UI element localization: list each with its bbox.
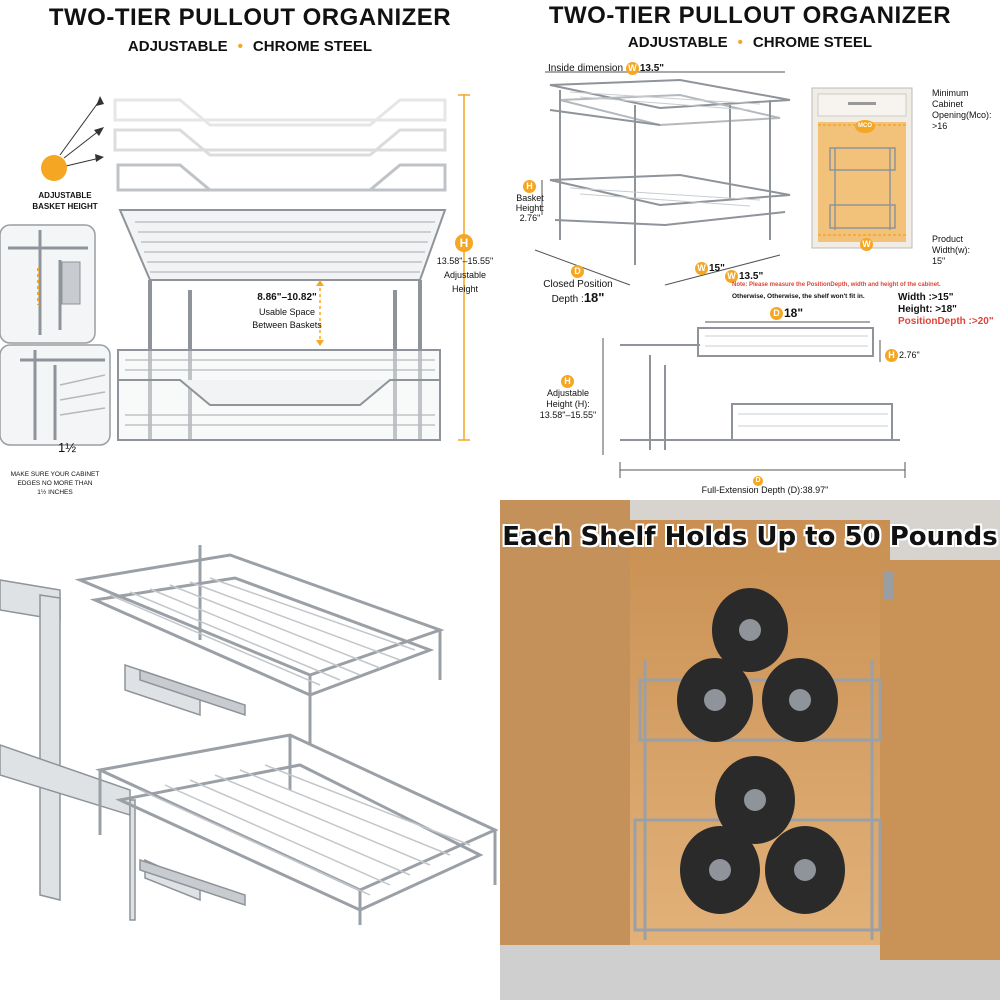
subtitle-adjustable: ADJUSTABLE bbox=[127, 38, 228, 55]
req-width: Width :>15" bbox=[898, 292, 954, 303]
subtitle-adjustable: ADJUSTABLE bbox=[627, 34, 728, 51]
height-label-2: Height bbox=[451, 284, 478, 294]
dot-icon: • bbox=[237, 38, 243, 55]
dot-icon: • bbox=[737, 34, 743, 51]
full-ext-badge: D bbox=[753, 472, 764, 490]
panel2-title: TWO-TIER PULLOUT ORGANIZER bbox=[548, 2, 952, 29]
note-line-3: 1½ INCHES bbox=[37, 489, 73, 496]
req-position-depth: PositionDepth :>20" bbox=[898, 316, 994, 327]
organizer-photo bbox=[0, 545, 499, 925]
closed-position-depth: D Closed Position Depth :18" bbox=[543, 265, 613, 306]
height-label-1: Adjustable bbox=[443, 270, 487, 280]
load-capacity-title: Each Shelf Holds Up to 50 Pounds bbox=[502, 522, 998, 552]
mco-badge: MCO bbox=[855, 118, 876, 136]
panel-adjustable-height: TWO-TIER PULLOUT ORGANIZER ADJUSTABLE • CH… bbox=[0, 0, 500, 500]
panel1-subtitle: ADJUSTABLE • CHROME STEEL bbox=[0, 38, 500, 55]
panel2-subtitle: ADJUSTABLE • CHROME STEEL bbox=[500, 34, 1000, 51]
sun-icon bbox=[41, 155, 67, 181]
note-line-1: MAKE SURE YOUR CABINET bbox=[10, 471, 100, 478]
req-height: Height: >18" bbox=[898, 304, 957, 315]
space-label-2: Between Baskets bbox=[252, 320, 322, 330]
dimension-diagrams bbox=[534, 71, 913, 478]
note-line-2: EDGES NO MORE THAN bbox=[17, 480, 93, 487]
subtitle-chrome-steel: CHROME STEEL bbox=[252, 38, 373, 55]
fit-note: Otherwise, Otherwise, the shelf won't fi… bbox=[732, 293, 865, 300]
full-extension-depth: Full-Extension Depth (D):38.97" bbox=[701, 485, 829, 495]
panel-dimensions: TWO-TIER PULLOUT ORGANIZER ADJUSTABLE • CH… bbox=[500, 0, 1000, 500]
subtitle-chrome-steel: CHROME STEEL bbox=[752, 34, 873, 51]
measure-note: Note: Please measure the PositionDepth, … bbox=[732, 282, 941, 288]
cabinet-w-badge: W bbox=[860, 236, 874, 254]
organizer-explode-illustration bbox=[0, 94, 470, 446]
height-range: 13.58"–15.55" bbox=[436, 256, 494, 266]
height-badge: H bbox=[455, 234, 474, 252]
space-range: 8.86"–10.82" bbox=[257, 292, 317, 303]
requirements: Width :>15" Height: >18" PositionDepth :… bbox=[898, 292, 994, 328]
cabinet-with-dumbbells-photo bbox=[500, 500, 1000, 1000]
panel-product-photo bbox=[0, 500, 500, 1000]
space-label-1: Usable Space bbox=[258, 307, 316, 317]
adjustable-basket-height-label: ADJUSTABLE BASKET HEIGHT bbox=[32, 191, 98, 211]
panel1-title: TWO-TIER PULLOUT ORGANIZER bbox=[48, 4, 452, 31]
edge-value: 1½ bbox=[58, 440, 77, 455]
panel-load-capacity: Each Shelf Holds Up to 50 Pounds bbox=[500, 500, 1000, 1000]
cabinet-edge-note: MAKE SURE YOUR CABINET EDGES NO MORE THA… bbox=[0, 470, 110, 497]
